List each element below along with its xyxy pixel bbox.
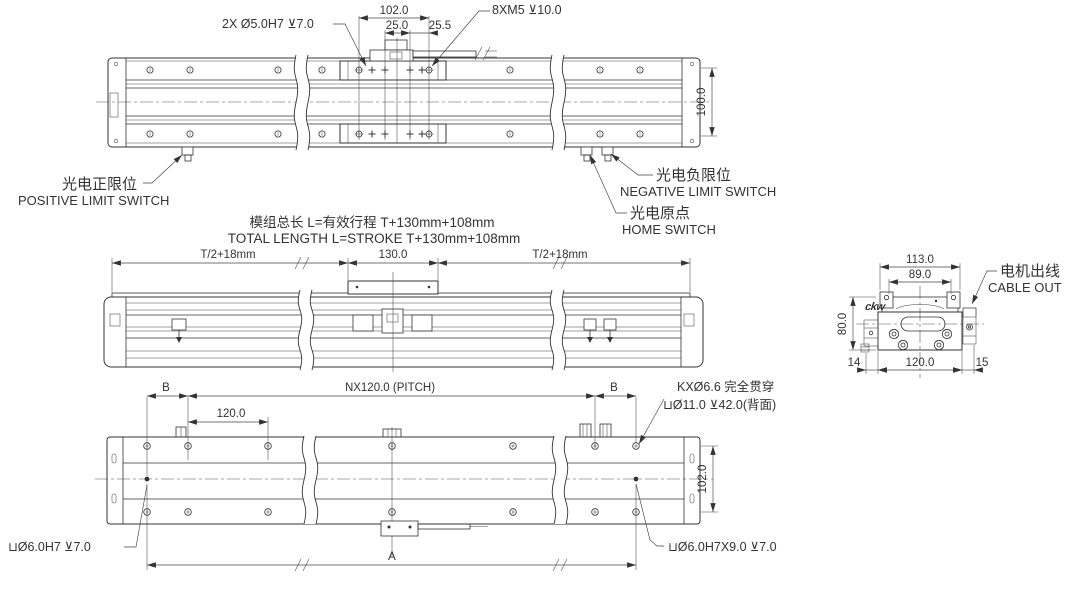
dim-t2-right-text: T/2+18mm: [532, 249, 587, 261]
cable-out-cn: 电机出线: [1000, 263, 1060, 280]
dim-120-text: 120.0: [217, 408, 246, 420]
home-switch: [580, 146, 593, 162]
callout-positive-limit: 光电正限位 POSITIVE LIMIT SWITCH: [18, 154, 183, 208]
callout-pin-right: ⊔Ø6.0H7X9.0 ⊻7.0: [635, 483, 777, 554]
brand-logo-text: ckw: [864, 301, 887, 313]
side-view: T/2+18mm 130.0 T/2+18mm: [103, 249, 704, 372]
through-holes-line1: KXØ6.6 完全贯穿: [677, 379, 774, 394]
dim-25-0: 25.0: [385, 20, 410, 36]
bottom-view-switch-brackets: [175, 423, 612, 438]
cable-out-bracket: [962, 307, 977, 345]
total-length-en: TOTAL LENGTH L=STROKE T+130mm+108mm: [228, 231, 520, 246]
endcap-label-sticker: [109, 92, 119, 118]
negative-limit-cn: 光电负限位: [656, 167, 731, 184]
carriage-side-view: [347, 272, 439, 372]
total-length-note: 模组总长 L=有效行程 T+130mm+108mm TOTAL LENGTH L…: [228, 215, 520, 246]
dim-100-text: 100.0: [696, 88, 708, 117]
through-holes-line2: ⊔Ø11.0 ⊻42.0(背面): [663, 398, 776, 412]
break-lines-bottom-view: [301, 435, 569, 525]
side-limit-switch-left: [171, 318, 187, 343]
left-sensor-bracket: [860, 319, 879, 353]
bottom-view: B NX120.0 (PITCH) B 120.0 102.0 A KXØ6.6…: [8, 379, 777, 572]
dim-a-text: A: [388, 551, 396, 563]
dim-25-5: 25.5: [401, 20, 451, 36]
dim-120: 120.0: [188, 408, 269, 460]
pin-left-label: ⊔Ø6.0H7 ⊻7.0: [8, 540, 91, 554]
cable-out-en: CABLE OUT: [988, 280, 1062, 295]
dim-80: 80.0: [837, 296, 876, 351]
grip-slot: [900, 316, 946, 332]
sensor-dog-block: [369, 39, 497, 62]
dim-120-end-text: 120.0: [906, 357, 935, 369]
side-switches-right: [583, 318, 617, 343]
break-lines-top-view: [293, 54, 567, 151]
home-switch-en: HOME SWITCH: [622, 222, 716, 237]
dim-pitch-row: B NX120.0 (PITCH) B: [146, 382, 637, 476]
dim-113: 113.0: [879, 254, 961, 290]
dim-102-bottom-text: 102.0: [697, 465, 709, 494]
dim-113-text: 113.0: [906, 254, 934, 266]
dim-15-text: 15: [976, 357, 989, 369]
dim-25-5-text: 25.5: [429, 20, 451, 32]
dim-14-text: 14: [848, 357, 861, 369]
label-mount-holes: 8XM5 ⊻10.0: [431, 3, 562, 67]
dim-b-right-text: B: [610, 382, 618, 394]
dim-b-left-text: B: [162, 382, 170, 394]
negative-limit-switch: [601, 146, 614, 162]
home-switch-cn: 光电原点: [630, 205, 690, 222]
callout-through-holes: KXØ6.6 完全贯穿 ⊔Ø11.0 ⊻42.0(背面): [638, 379, 776, 445]
dim-100: 100.0: [696, 67, 717, 137]
top-view: 102.0 25.0 25.5 2X Ø5.0H7 ⊻7.0 8XM5 ⊻10.…: [18, 3, 776, 237]
pin-hole-left: [144, 476, 150, 482]
dim-80-text: 80.0: [837, 313, 849, 335]
mount-holes-label-text: 8XM5 ⊻10.0: [492, 3, 562, 17]
brand-logo: ckw: [864, 299, 938, 313]
callout-pin-left: ⊔Ø6.0H7 ⊻7.0: [8, 484, 148, 554]
dim-stroke-row: T/2+18mm 130.0 T/2+18mm: [111, 249, 691, 292]
dim-89-text: 89.0: [909, 269, 931, 281]
callout-home-switch: 光电原点 HOME SWITCH: [589, 154, 716, 237]
label-pin-holes: 2X Ø5.0H7 ⊻7.0: [222, 17, 367, 67]
dim-102-bottom: 102.0: [697, 445, 718, 513]
negative-limit-en: NEGATIVE LIMIT SWITCH: [620, 184, 776, 199]
sensor-connector: [380, 520, 488, 537]
dim-89: 89.0: [888, 269, 952, 294]
dim-130-text: 130.0: [379, 249, 408, 261]
positive-limit-en: POSITIVE LIMIT SWITCH: [18, 193, 169, 208]
break-lines-side-view: [297, 289, 567, 371]
callout-negative-limit: 光电负限位 NEGATIVE LIMIT SWITCH: [610, 153, 776, 199]
pin-right-label: ⊔Ø6.0H7X9.0 ⊻7.0: [668, 540, 777, 554]
positive-limit-switch: [181, 146, 194, 162]
pin-holes-label-text: 2X Ø5.0H7 ⊻7.0: [222, 17, 314, 31]
dim-pitch-text: NX120.0 (PITCH): [345, 382, 435, 394]
dim-102-text: 102.0: [380, 5, 409, 17]
positive-limit-cn: 光电正限位: [62, 176, 137, 193]
dim-25-0-text: 25.0: [386, 20, 408, 32]
total-length-cn: 模组总长 L=有效行程 T+130mm+108mm: [250, 215, 495, 230]
end-view: ckw 113.0: [837, 254, 1062, 378]
dim-a: A: [146, 484, 637, 572]
callout-cable-out: 电机出线 CABLE OUT: [971, 263, 1062, 305]
dim-bottom-row: 14 120.0 15: [848, 345, 989, 374]
dim-t2-left-text: T/2+18mm: [200, 249, 255, 261]
pin-hole-right: [633, 476, 639, 482]
dim-102: 102.0: [359, 5, 429, 21]
